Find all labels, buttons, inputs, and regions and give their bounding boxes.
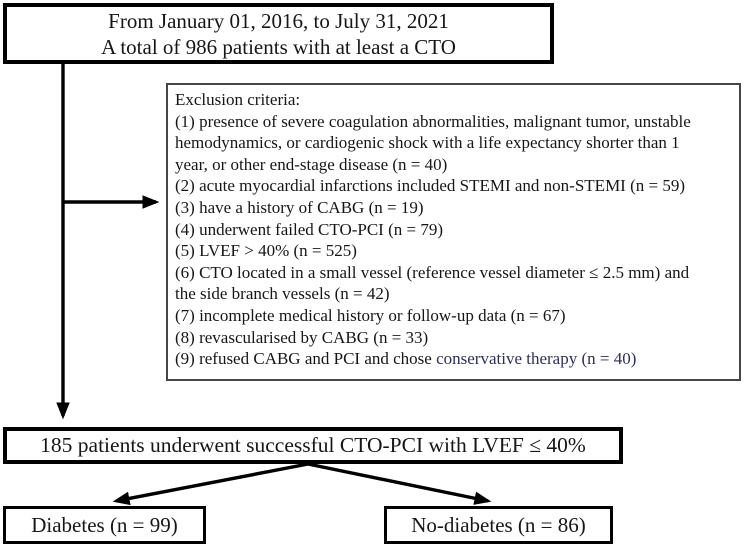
cohort-total-line: A total of 986 patients with at least a … (101, 34, 456, 59)
result-label: 185 patients underwent successful CTO-PC… (40, 433, 586, 457)
exclusion-line: (6) CTO located in a small vessel (refer… (175, 262, 690, 282)
exclusion-line: (9) refused CABG and PCI and chose conse… (175, 349, 637, 369)
exclusion-line: (5) LVEF > 40% (n = 525) (175, 241, 357, 261)
exclusion-criteria-box: Exclusion criteria: (1) presence of sever… (166, 83, 741, 381)
no-diabetes-box: No-diabetes (n = 86) (384, 506, 613, 544)
exclusion-line: year, or other end-stage disease (n = 40… (175, 154, 448, 174)
arrow-result-to-diabetes (112, 462, 309, 506)
result-box: 185 patients underwent successful CTO-PC… (3, 427, 623, 464)
exclusion-line: hemodynamics, or cardiogenic shock with … (175, 133, 680, 153)
cohort-period-line: From January 01, 2016, to July 31, 2021 (108, 8, 449, 33)
arrow-result-to-no-diabetes (307, 462, 492, 505)
exclusion-line: (3) have a history of CABG (n = 19) (175, 197, 424, 217)
diabetes-label: Diabetes (n = 99) (31, 512, 178, 537)
exclusion-line: (2) acute myocardial infarctions include… (175, 176, 685, 196)
exclusion-lines: Exclusion criteria: (1) presence of sever… (175, 89, 737, 370)
exclusion-line: (8) revascularised by CABG (n = 33) (175, 327, 429, 347)
exclusion-line: (7) incomplete medical history or follow… (175, 305, 566, 325)
exclusion-line: Exclusion criteria: (175, 90, 301, 109)
exclusion-line: (4) underwent failed CTO-PCI (n = 79) (175, 219, 443, 239)
cohort-box: From January 01, 2016, to July 31, 2021 … (3, 3, 554, 64)
no-diabetes-label: No-diabetes (n = 86) (411, 512, 586, 537)
exclusion-line: (1) presence of severe coagulation abnor… (175, 111, 691, 131)
exclusion-line: the side branch vessels (n = 42) (175, 284, 390, 304)
diabetes-box: Diabetes (n = 99) (3, 506, 206, 544)
